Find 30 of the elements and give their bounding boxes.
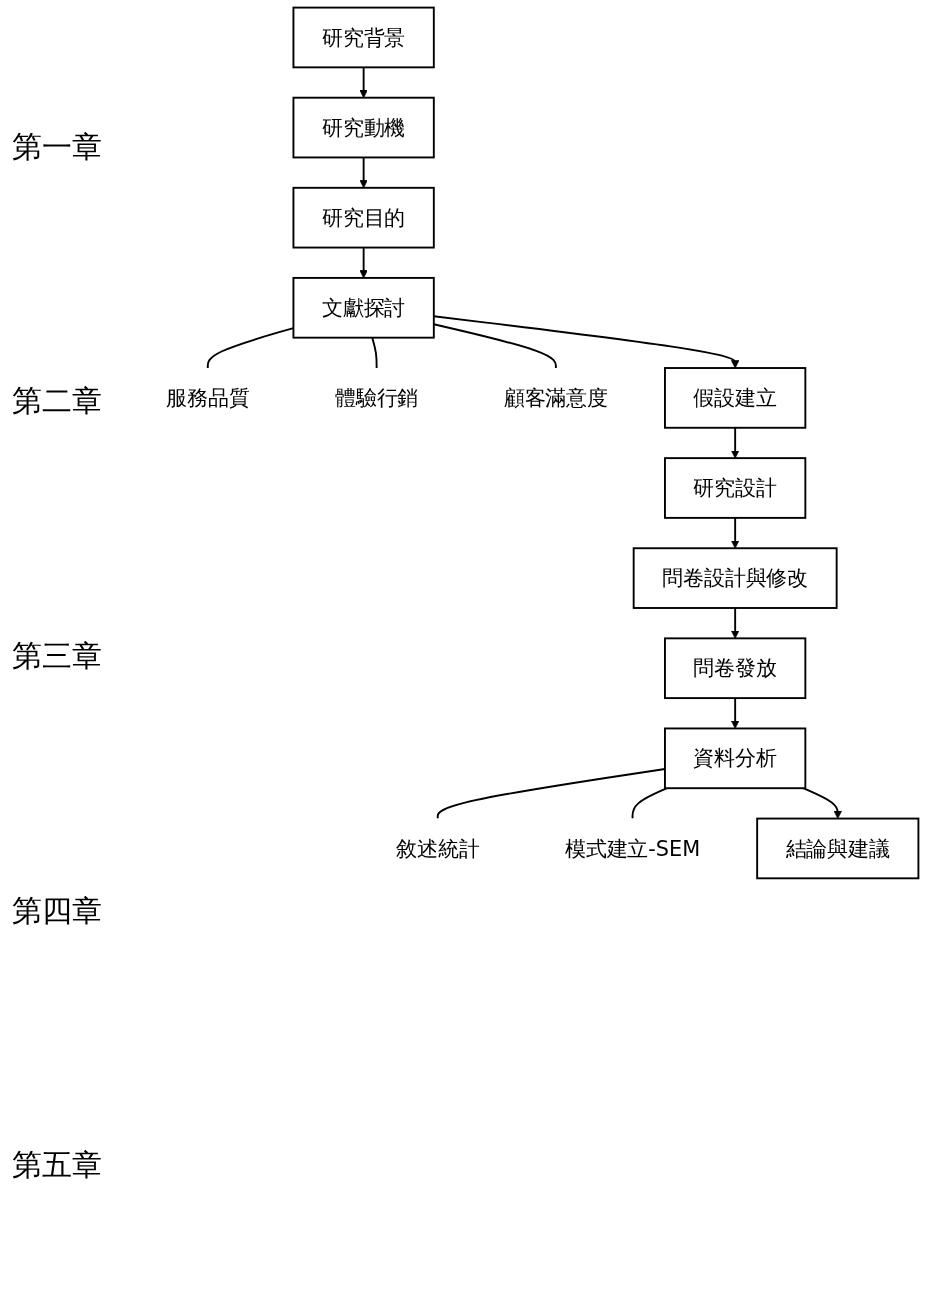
node-text: 敘述統計 bbox=[395, 836, 480, 861]
chapter-label: 第二章 bbox=[12, 382, 103, 421]
connector bbox=[631, 787, 669, 820]
node-box: 研究設計 bbox=[664, 457, 807, 519]
chapter-label: 第一章 bbox=[12, 127, 103, 166]
arrow bbox=[359, 156, 368, 189]
node-box: 結論與建議 bbox=[756, 817, 920, 880]
arrow bbox=[731, 426, 740, 459]
chapter-label: 第四章 bbox=[12, 891, 103, 930]
node-box: 研究背景 bbox=[292, 6, 435, 69]
node-text: 顧客滿意度 bbox=[503, 386, 609, 410]
node-box: 問卷設計與修改 bbox=[632, 547, 838, 609]
node-box: 假設建立 bbox=[664, 367, 807, 429]
arrow bbox=[731, 516, 740, 549]
arrow bbox=[359, 66, 368, 99]
node-box: 資料分析 bbox=[664, 727, 807, 790]
chapter-label: 第三章 bbox=[12, 637, 103, 675]
node-box: 研究動機 bbox=[292, 96, 435, 159]
arrow bbox=[802, 787, 842, 819]
arrow bbox=[359, 246, 368, 279]
node-box: 文獻探討 bbox=[292, 276, 435, 339]
connector bbox=[371, 336, 378, 369]
arrow bbox=[731, 697, 740, 729]
node-text: 體驗行銷 bbox=[334, 386, 419, 410]
chapter-label: 第五章 bbox=[12, 1146, 103, 1185]
node-box: 研究目的 bbox=[292, 186, 435, 249]
node-text: 服務品質 bbox=[166, 386, 250, 410]
node-text: 模式建立-SEM bbox=[564, 836, 701, 861]
arrow bbox=[731, 607, 740, 639]
node-box: 問卷發放 bbox=[664, 637, 807, 700]
